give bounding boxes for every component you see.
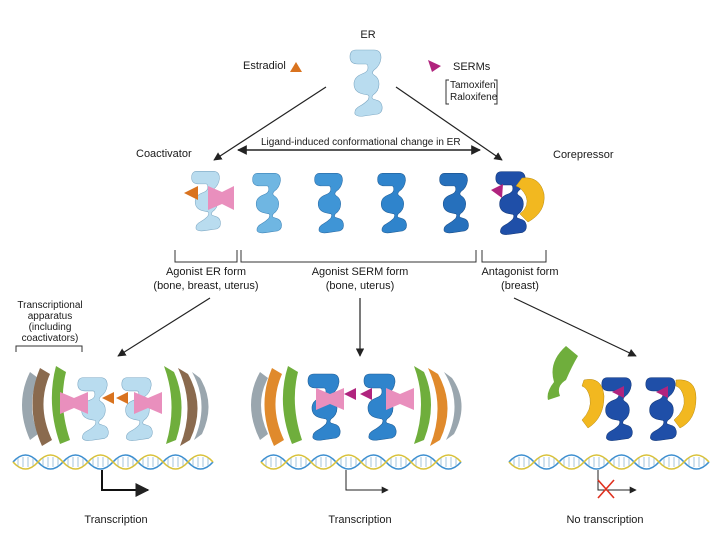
bracket-agonist-serm (240, 250, 477, 263)
transcription-arrow-left (101, 470, 150, 497)
coactivator-icon (208, 186, 234, 210)
antagonist-form-label: Antagonist form (481, 266, 559, 278)
agonist-er-complex (184, 170, 234, 232)
arrow-to-coactivator (213, 86, 327, 161)
outcome-left-label: Transcription (84, 514, 148, 526)
repressed-complex-right (547, 346, 697, 442)
agonist-er-form-tissues: (bone, breast, uterus) (153, 280, 259, 292)
apparatus-label-line1: Transcriptional (17, 300, 83, 311)
antagonist-form-tissues: (breast) (501, 280, 539, 292)
apparatus-bracket (15, 345, 83, 352)
transcription-complex-left (22, 366, 209, 446)
serm-example-raloxifene: Raloxifene (450, 92, 498, 103)
released-coactivator (547, 346, 578, 400)
apparatus-label-line2: apparatus (27, 311, 73, 322)
er-receptor-top (349, 49, 383, 117)
estradiol-label: Estradiol (243, 60, 286, 72)
bracket-agonist-er (174, 250, 238, 263)
serm-example-tamoxifen: Tamoxifen (450, 80, 496, 91)
serm-receptor-forms (252, 172, 470, 234)
dna-right (508, 454, 710, 470)
arrow-to-right-outcome (513, 297, 637, 357)
estradiol-bound-icon (184, 186, 198, 200)
conformational-change-label: Ligand-induced conformational change in … (261, 137, 461, 148)
serm-bound-icon (491, 184, 503, 198)
serm-examples-bracket-right (494, 79, 498, 105)
dna-left (12, 454, 214, 470)
antagonist-complex (491, 171, 545, 236)
arrow-to-left-outcome (117, 297, 211, 357)
transcription-arrow-right (597, 470, 637, 494)
transcription-arrow-middle (345, 470, 389, 494)
no-transcription-x-icon (597, 479, 615, 499)
arrow-to-corepressor (395, 86, 503, 161)
serms-label: SERMs (453, 61, 491, 73)
receptor-form-2 (314, 172, 345, 234)
er-label: ER (360, 29, 376, 41)
serm-icon (428, 60, 441, 72)
agonist-er-form-label: Agonist ER form (165, 266, 247, 278)
receptor-form-3 (377, 172, 408, 234)
outcome-middle-label: Transcription (328, 514, 392, 526)
bracket-antagonist (481, 250, 547, 263)
agonist-serm-form-tissues: (bone, uterus) (325, 280, 395, 292)
dna-middle (260, 454, 462, 470)
apparatus-label-line4: coactivators) (21, 333, 79, 344)
agonist-serm-form-label: Agonist SERM form (311, 266, 409, 278)
apparatus-label-line3: (including (28, 322, 72, 333)
estradiol-icon (290, 62, 302, 72)
outcome-right-label: No transcription (566, 514, 644, 526)
corepressor-icon (515, 177, 545, 223)
receptor-form-1 (252, 172, 283, 234)
corepressor-label: Corepressor (553, 149, 614, 161)
coactivator-label: Coactivator (136, 148, 192, 160)
transcription-complex-middle (251, 366, 462, 446)
receptor-form-4 (439, 172, 470, 234)
serm-examples-bracket (445, 79, 449, 105)
